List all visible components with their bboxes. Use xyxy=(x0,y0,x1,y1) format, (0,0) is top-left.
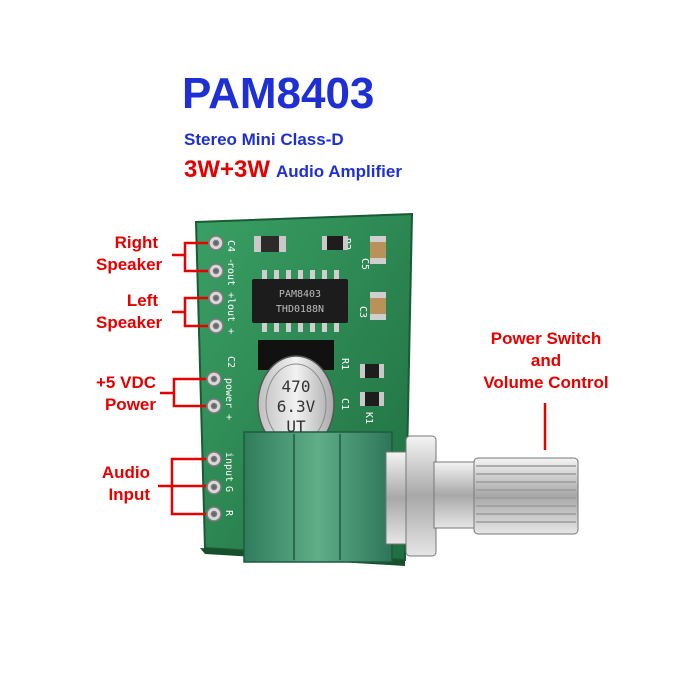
callout-lines xyxy=(158,241,547,516)
electrolytic-capacitor xyxy=(257,340,335,453)
capacitor-marking-line-3: UT xyxy=(286,417,306,436)
pam8403-chip xyxy=(252,270,348,332)
chip-marking-line-2: THD0188N xyxy=(276,304,324,315)
capacitor-marking-line-1: 470 xyxy=(282,377,311,396)
svg-text:R1: R1 xyxy=(339,358,350,370)
svg-text:input: input xyxy=(223,452,234,482)
audio-input-label: Audio Input xyxy=(86,462,150,506)
chip-marking-line-1: PAM8403 xyxy=(279,289,321,300)
power-input-label-line-1: +5 VDC xyxy=(96,373,156,392)
svg-text:power +: power + xyxy=(223,378,234,420)
svg-text:K1: K1 xyxy=(363,412,374,424)
smd-components xyxy=(254,236,386,406)
power-input-label-line-2: Power xyxy=(104,395,156,414)
power-switch-label-line-2: and xyxy=(530,351,562,370)
svg-text:C1: C1 xyxy=(339,398,350,410)
power-switch-label-line-1: Power Switch xyxy=(490,329,602,348)
left-speaker-label-line-1: Left xyxy=(126,291,158,310)
potentiometer xyxy=(243,431,579,563)
svg-text:R: R xyxy=(223,510,234,517)
right-speaker-label: Right Speaker xyxy=(96,232,163,276)
right-speaker-label-line-1: Right xyxy=(114,233,158,252)
svg-text:G: G xyxy=(223,486,234,492)
svg-text:C3: C3 xyxy=(357,306,368,318)
audio-input-label-line-1: Audio xyxy=(101,463,150,482)
power-rating-suffix: Audio Amplifier xyxy=(276,162,402,181)
power-input-label: +5 VDC Power xyxy=(84,372,156,416)
svg-text:C5: C5 xyxy=(359,258,370,270)
header-pins xyxy=(206,235,224,522)
product-title: PAM8403 xyxy=(182,69,375,118)
svg-text:C4 -: C4 - xyxy=(225,240,236,264)
power-rating: 3W+3W xyxy=(184,156,271,183)
audio-input-label-line-2: Input xyxy=(108,485,150,504)
right-speaker-label-line-2: Speaker xyxy=(96,255,163,274)
knurled-shaft xyxy=(473,457,579,535)
product-subtitle: Stereo Mini Class-D xyxy=(184,130,344,149)
svg-text:rout +: rout + xyxy=(225,262,236,298)
power-rating-line: 3W+3W Audio Amplifier xyxy=(184,156,402,184)
power-switch-label: Power Switch and Volume Control xyxy=(466,328,626,394)
capacitor-marking-line-2: 6.3V xyxy=(277,397,316,416)
svg-text:C2: C2 xyxy=(225,356,236,368)
left-speaker-label: Left Speaker xyxy=(96,290,163,334)
svg-text:lout +: lout + xyxy=(225,298,236,334)
left-speaker-label-line-2: Speaker xyxy=(96,313,163,332)
power-switch-label-line-3: Volume Control xyxy=(483,373,609,392)
